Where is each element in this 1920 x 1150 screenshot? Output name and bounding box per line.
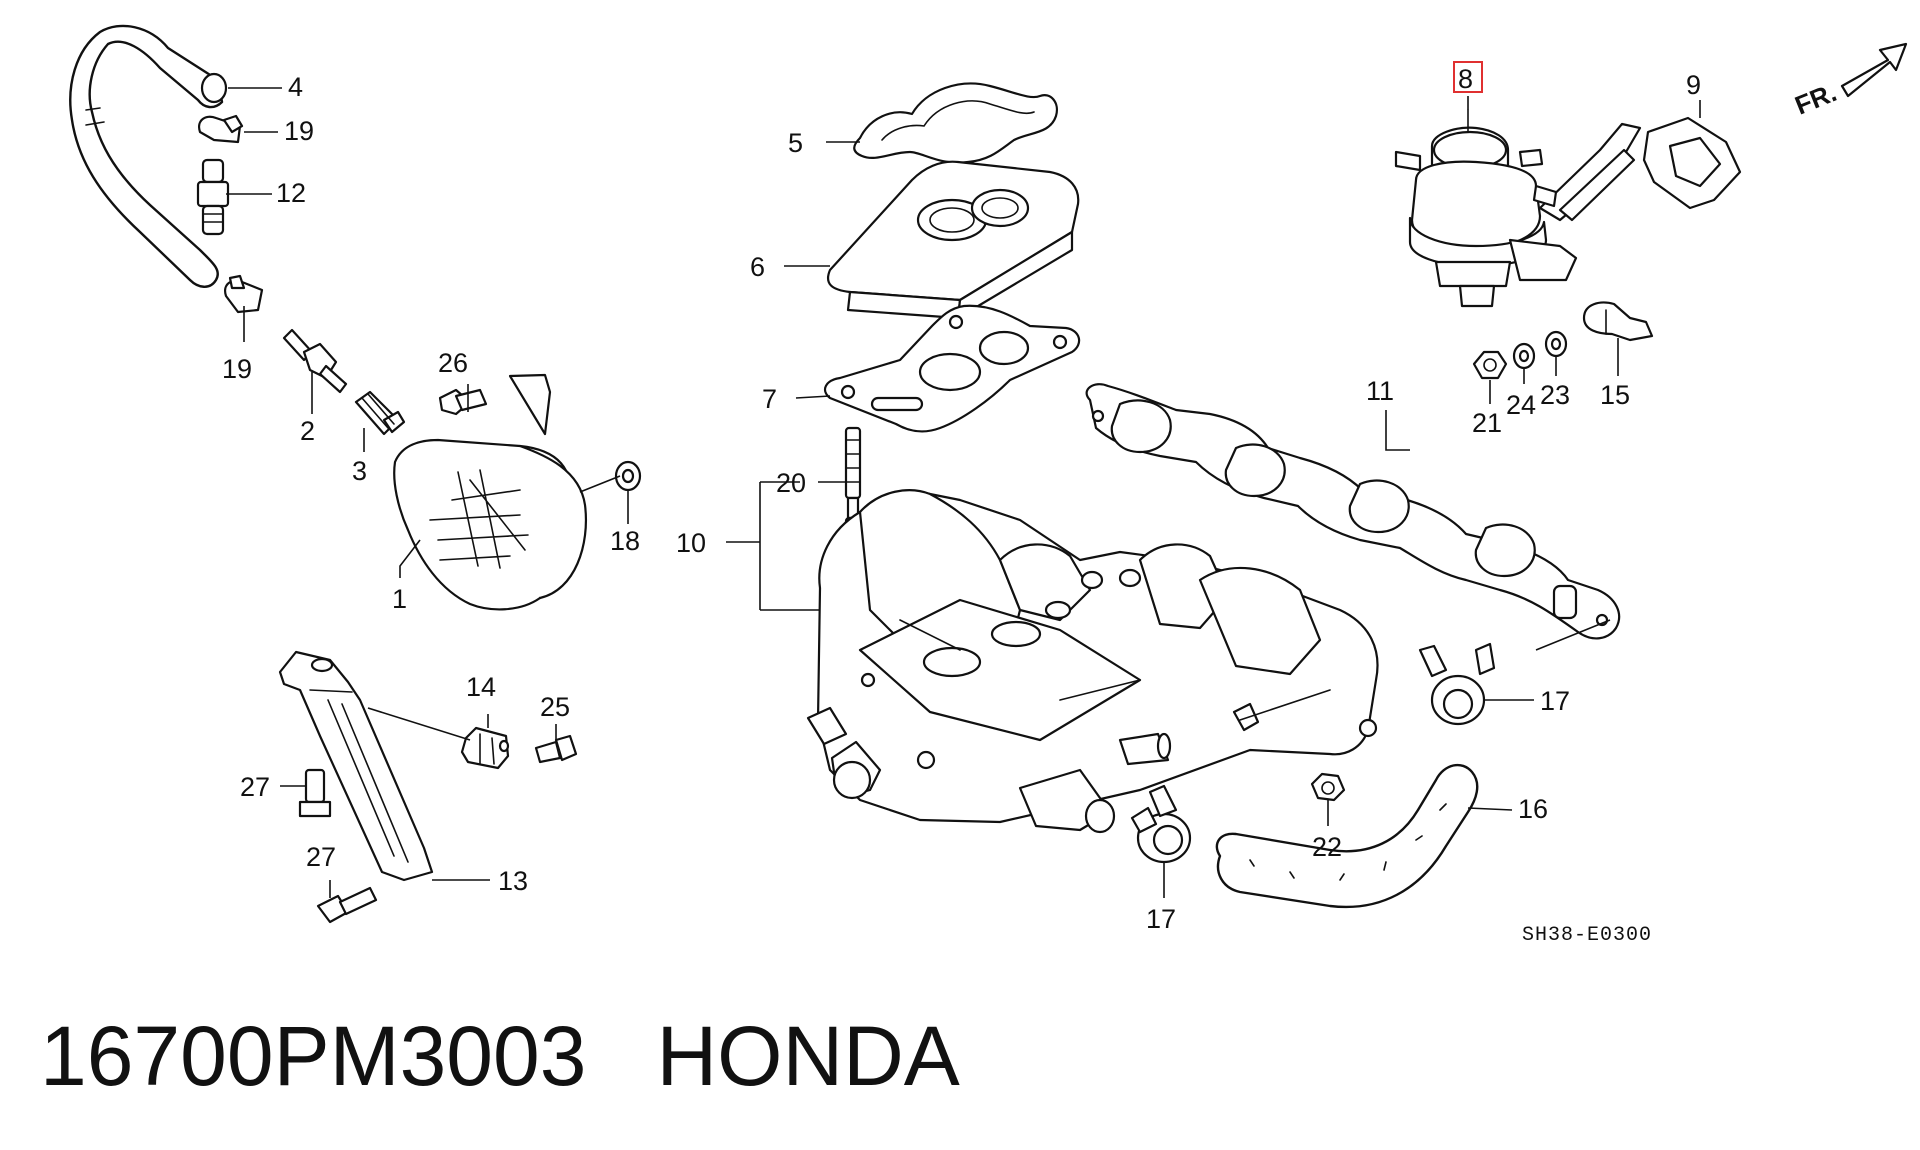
- callout-13: 13: [498, 866, 528, 896]
- part-caption: 16700PM3003 HONDA: [40, 1008, 960, 1105]
- brand-name: HONDA: [656, 1009, 960, 1103]
- callout-12: 12: [276, 178, 306, 208]
- part-22-bolt[interactable]: [1310, 772, 1346, 802]
- drawing-code: SH38-E0300: [1522, 924, 1652, 947]
- part-6-insulator[interactable]: [826, 160, 1080, 320]
- part-14-clip[interactable]: [460, 726, 510, 770]
- part-1-cover[interactable]: [393, 373, 587, 611]
- part-7-gasket[interactable]: [823, 304, 1081, 433]
- part-11-gasket[interactable]: [1085, 383, 1621, 640]
- callout-2: 2: [300, 416, 315, 446]
- callout-1: 1: [392, 584, 407, 614]
- front-label: FR.: [1791, 77, 1841, 121]
- callout-7: 7: [762, 384, 777, 414]
- callout-19-lower: 19: [222, 354, 252, 384]
- callout-23: 23: [1540, 380, 1570, 410]
- callout-21: 21: [1472, 408, 1502, 438]
- callout-17-bottom: 17: [1146, 904, 1176, 934]
- front-arrow-icon: [1840, 42, 1908, 98]
- part-9-gasket[interactable]: [1642, 116, 1742, 210]
- callout-14: 14: [466, 672, 496, 702]
- part-2-fitting[interactable]: [282, 328, 348, 394]
- callout-22: 22: [1312, 832, 1342, 862]
- part-18-washer[interactable]: [614, 460, 642, 492]
- callout-16: 16: [1518, 794, 1548, 824]
- callout-9: 9: [1686, 70, 1701, 100]
- part-10-intake-manifold[interactable]: [806, 489, 1379, 834]
- front-direction-indicator: FR.: [1791, 42, 1908, 121]
- part-17-clamp-bottom[interactable]: [1130, 784, 1192, 864]
- callout-27-upper: 27: [240, 772, 270, 802]
- part-5-gasket[interactable]: [853, 82, 1058, 164]
- callout-15: 15: [1600, 380, 1630, 410]
- part-8-fuel-pump[interactable]: [1394, 109, 1642, 308]
- part-16-hose[interactable]: [1215, 763, 1479, 909]
- part-25-bolt[interactable]: [534, 734, 578, 764]
- leader-lines: [226, 87, 1701, 898]
- callout-17-right: 17: [1540, 686, 1570, 716]
- part-4-hose[interactable]: [69, 24, 228, 288]
- callout-19-upper: 19: [284, 116, 314, 146]
- highlight-box: [1453, 61, 1483, 93]
- part-3-nut[interactable]: [354, 390, 406, 436]
- part-15-clip[interactable]: [1582, 301, 1654, 342]
- callout-4: 4: [288, 72, 303, 102]
- part-13-bracket[interactable]: [278, 650, 434, 882]
- part-19-clamp-lower[interactable]: [224, 274, 264, 314]
- callout-26: 26: [438, 348, 468, 378]
- part-27-bolt-lower[interactable]: [316, 886, 378, 924]
- part-19-clamp-upper[interactable]: [198, 114, 244, 144]
- callout-27-lower: 27: [306, 842, 336, 872]
- callout-11: 11: [1366, 376, 1394, 406]
- callout-24: 24: [1506, 390, 1536, 420]
- part-27-bolt-upper[interactable]: [298, 768, 332, 818]
- callout-numbers: 4 19 12 19 2 3 1 26 18 14 25 27 27 13 5 …: [222, 64, 1701, 934]
- callout-18: 18: [610, 526, 640, 556]
- callout-5: 5: [788, 128, 803, 158]
- part-23-washer[interactable]: [1544, 330, 1568, 358]
- part-24-washer[interactable]: [1512, 342, 1536, 370]
- callout-3: 3: [352, 456, 367, 486]
- callout-10: 10: [676, 528, 706, 558]
- callout-20: 20: [776, 468, 806, 498]
- part-21-nut[interactable]: [1472, 350, 1508, 380]
- part-17-clamp-right[interactable]: [1418, 642, 1496, 726]
- callout-8: 8: [1458, 64, 1473, 94]
- part-12-nipple[interactable]: [196, 158, 230, 236]
- part-26-bolt[interactable]: [438, 388, 488, 416]
- callout-25: 25: [540, 692, 570, 722]
- part-number: 16700PM3003: [40, 1009, 587, 1103]
- callout-6: 6: [750, 252, 765, 282]
